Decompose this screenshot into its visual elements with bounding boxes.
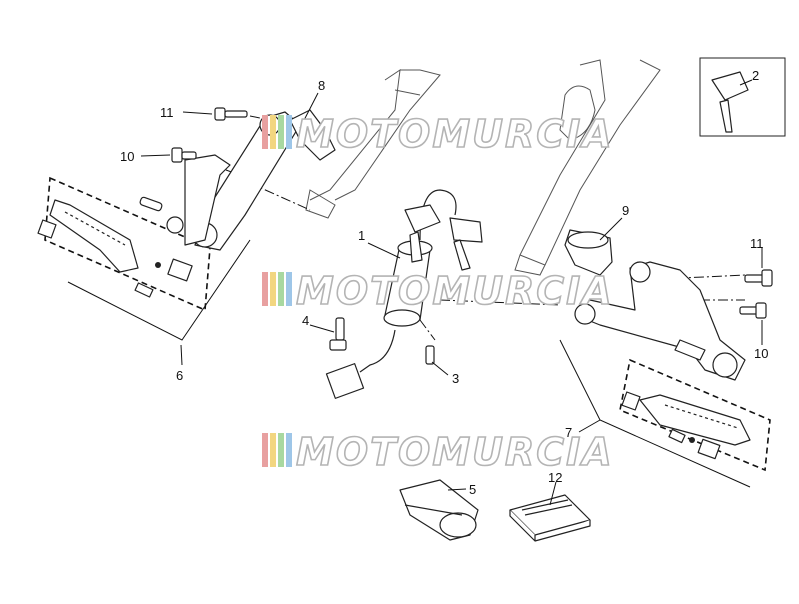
screw-11-right bbox=[744, 269, 773, 287]
right-footpeg bbox=[621, 391, 751, 460]
key-inset bbox=[699, 57, 786, 137]
watermark-stripe-3 bbox=[278, 433, 284, 467]
watermark-stripe-2 bbox=[270, 272, 276, 306]
right-footpeg-dashed-box bbox=[619, 358, 771, 472]
watermark-stripe-4 bbox=[286, 433, 292, 467]
screw-10-left bbox=[171, 147, 197, 163]
watermark-stripe-1 bbox=[262, 115, 268, 149]
watermark-text: MOTOMURCIA bbox=[296, 430, 614, 474]
frame-right-tube bbox=[514, 59, 661, 276]
watermark-stripe-2 bbox=[270, 433, 276, 467]
callout-5: 5 bbox=[469, 482, 476, 497]
callout-leaders bbox=[140, 79, 763, 506]
callout-7: 7 bbox=[565, 425, 572, 440]
owners-manual bbox=[509, 494, 591, 542]
screw-3 bbox=[425, 345, 435, 365]
watermark-stripe-3 bbox=[278, 272, 284, 306]
watermark-stripe-1 bbox=[262, 433, 268, 467]
left-footpeg-dashed-box bbox=[44, 176, 211, 312]
ignition-key-a bbox=[404, 204, 441, 263]
callout-2: 2 bbox=[752, 68, 759, 83]
callout-6: 6 bbox=[176, 368, 183, 383]
watermark-bottom: MOTOMURCIA bbox=[262, 429, 614, 475]
clamp bbox=[564, 229, 613, 276]
callout-9: 9 bbox=[622, 203, 629, 218]
callout-11-right: 11 bbox=[750, 236, 764, 251]
frame-left-tube bbox=[305, 68, 441, 219]
watermark-stripe-2 bbox=[270, 115, 276, 149]
callout-10-right: 10 bbox=[754, 346, 768, 361]
callout-1: 1 bbox=[358, 228, 365, 243]
watermark-stripe-1 bbox=[262, 272, 268, 306]
callout-12: 12 bbox=[548, 470, 562, 485]
tool-pouch bbox=[399, 479, 479, 541]
callout-10-left: 10 bbox=[120, 149, 134, 164]
ignition-key-b bbox=[449, 217, 483, 271]
ignition-lock bbox=[325, 189, 457, 399]
left-footpeg-arm bbox=[139, 154, 231, 246]
watermark-top: MOTOMURCIA bbox=[262, 111, 614, 157]
callout-11-left: 11 bbox=[160, 105, 174, 120]
screw-11-left bbox=[214, 107, 248, 121]
group-line-6 bbox=[67, 239, 251, 341]
watermark-stripe-3 bbox=[278, 115, 284, 149]
screw-4 bbox=[329, 317, 347, 351]
watermark-stripe-4 bbox=[286, 115, 292, 149]
screw-10-right bbox=[739, 302, 767, 319]
watermark-text: MOTOMURCIA bbox=[296, 269, 614, 313]
callout-4: 4 bbox=[302, 313, 309, 328]
callout-3: 3 bbox=[452, 371, 459, 386]
watermark-text: MOTOMURCIA bbox=[296, 112, 614, 156]
right-footpeg-bracket bbox=[574, 261, 746, 381]
watermark-stripe-4 bbox=[286, 272, 292, 306]
watermark-middle: MOTOMURCIA bbox=[262, 268, 614, 314]
callout-8: 8 bbox=[318, 78, 325, 93]
left-footpeg bbox=[37, 199, 193, 298]
